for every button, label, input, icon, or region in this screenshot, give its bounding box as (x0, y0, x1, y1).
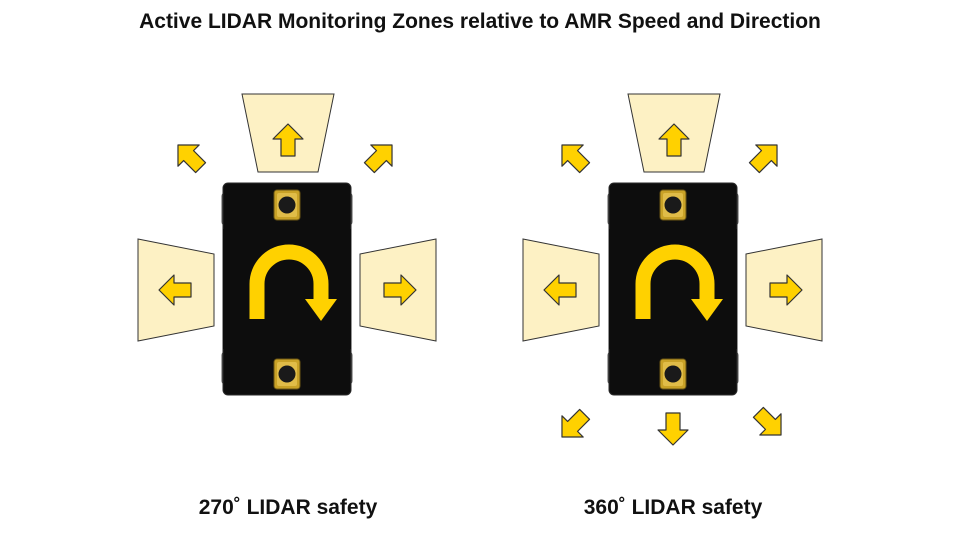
arrow-backward-icon (657, 412, 689, 446)
page-title: Active LIDAR Monitoring Zones relative t… (139, 10, 821, 33)
caption-270: 270˚ LIDAR safety (198, 496, 378, 519)
panel-360 (522, 93, 823, 449)
arrow-forward-right-icon (743, 133, 789, 179)
arrow-backward-left-icon (550, 403, 596, 449)
amr-robot (608, 183, 738, 395)
arrow-forward-left-icon (550, 133, 596, 179)
panel-270 (137, 93, 437, 395)
arrow-backward-right-icon (747, 401, 793, 447)
amr-robot (222, 183, 352, 395)
arrow-forward-left-icon (166, 133, 212, 179)
caption-360: 360˚ LIDAR safety (583, 496, 763, 519)
arrow-forward-right-icon (358, 133, 404, 179)
